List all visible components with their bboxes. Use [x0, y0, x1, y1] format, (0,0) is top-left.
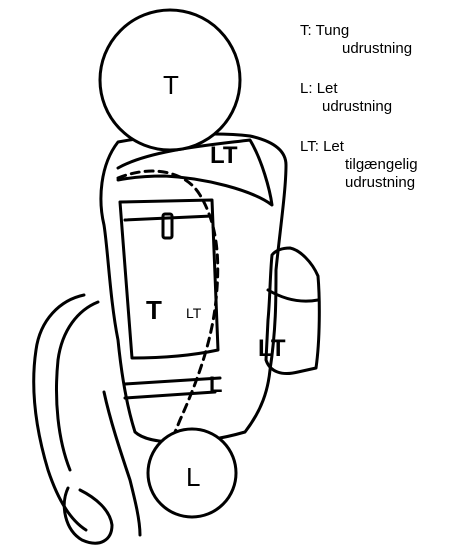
legend-entry-l: L: Let udrustning	[300, 80, 460, 116]
label-bottom-roll: L	[186, 462, 200, 492]
strap-left	[34, 295, 86, 530]
label-shoulder-pocket: LT	[210, 142, 238, 169]
legend-text: Let	[317, 80, 338, 97]
label-front-pocket-main: T	[146, 295, 162, 325]
legend-text: Tung	[316, 22, 350, 39]
legend-text: udrustning	[300, 98, 460, 116]
legend-key: L:	[300, 80, 313, 97]
legend-key: LT:	[300, 138, 319, 155]
strap-left-inner	[57, 302, 99, 470]
front-pocket-flap	[125, 216, 212, 220]
shoulder-pocket-outline	[118, 140, 272, 205]
legend-text: Let	[323, 138, 344, 155]
legend-entry-t: T: Tung udrustning	[300, 22, 460, 58]
label-side-pocket: LT	[258, 335, 286, 362]
hip-strap	[125, 378, 220, 398]
legend-entry-lt: LT: Let tilgængelig udrustning	[300, 138, 460, 192]
label-front-pocket-small: LT	[186, 305, 202, 321]
legend-text: udrustning	[300, 40, 460, 58]
front-pocket-outline	[120, 200, 218, 358]
legend-text: tilgængelig	[300, 156, 460, 174]
label-top-roll: T	[163, 70, 179, 100]
label-lower-body: L	[209, 372, 222, 397]
legend: T: Tung udrustning L: Let udrustning LT:…	[300, 22, 460, 214]
legend-key: T:	[300, 22, 312, 39]
legend-text: udrustning	[300, 174, 460, 192]
